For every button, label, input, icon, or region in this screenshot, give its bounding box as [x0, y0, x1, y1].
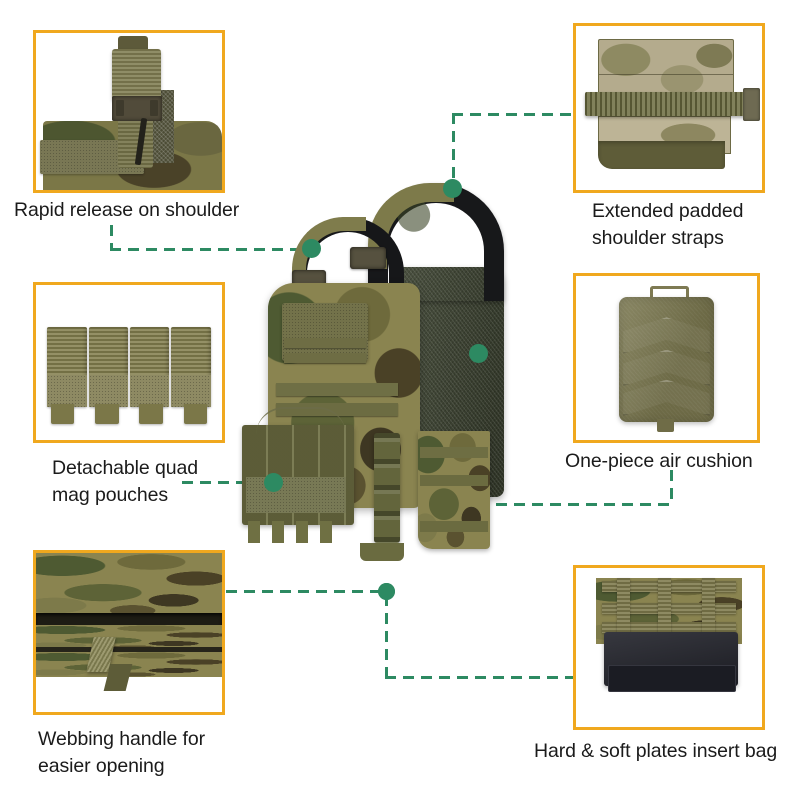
lower-hem-webbing — [360, 543, 404, 561]
connector-dot-air-cushion — [469, 344, 488, 363]
connector-insert-bag-vertical — [385, 595, 388, 678]
connector-insert-bag-horizontal — [385, 676, 575, 679]
callout-label-shoulder-straps: Extended padded shoulder straps — [592, 200, 744, 249]
bungee-cords-left — [256, 407, 346, 435]
admin-pouch-flap — [282, 303, 368, 361]
connector-rapid-release-vertical — [110, 225, 113, 251]
callout-label-insert-bag: Hard & soft plates insert bag — [534, 740, 778, 762]
mag-pouch-right-band-2 — [420, 475, 488, 486]
molle-row-chest-2 — [284, 353, 366, 363]
mag-pouch-tabs-left — [248, 521, 344, 543]
connector-rapid-release-horizontal — [110, 248, 310, 251]
callout-photo-mag-pouches — [33, 282, 225, 443]
callout-photo-webbing-handle — [33, 550, 225, 715]
connector-dot-shoulder-straps — [443, 179, 462, 198]
connector-shoulder-straps-horizontal — [452, 113, 574, 116]
callout-label-mag-pouches: Detachable quad mag pouches — [52, 457, 198, 506]
callout-photo-rapid-release — [33, 30, 225, 193]
connector-webbing-handle-horizontal — [226, 590, 386, 593]
callout-photo-insert-bag — [573, 565, 765, 730]
connector-air-cushion-vertical — [670, 470, 673, 505]
callout-label-rapid-release: Rapid release on shoulder — [14, 199, 240, 221]
connector-mag-pouches-horizontal — [182, 481, 274, 484]
connector-dot-mag-pouches — [264, 473, 283, 492]
mag-pouch-right-band-1 — [420, 447, 488, 458]
callout-photo-air-cushion — [573, 273, 760, 443]
connector-dot-rapid-release — [302, 239, 321, 258]
connector-dot-insert-bag — [378, 583, 395, 600]
connector-air-cushion-horizontal — [478, 503, 673, 506]
center-buckle-column — [374, 433, 400, 543]
mag-pouch-right-band-3 — [420, 521, 488, 532]
callout-photo-shoulder-straps — [573, 23, 765, 193]
connector-shoulder-straps-vertical — [452, 113, 455, 188]
callout-label-webbing-handle: Webbing handle for easier opening — [38, 728, 205, 777]
mag-pouch-velcro-left — [246, 477, 346, 513]
callout-label-air-cushion: One-piece air cushion — [565, 450, 753, 472]
molle-row-chest-1 — [284, 338, 366, 348]
product-hero-image — [240, 175, 560, 605]
molle-row-waist — [276, 383, 398, 396]
quick-release-buckle-right — [350, 247, 386, 269]
